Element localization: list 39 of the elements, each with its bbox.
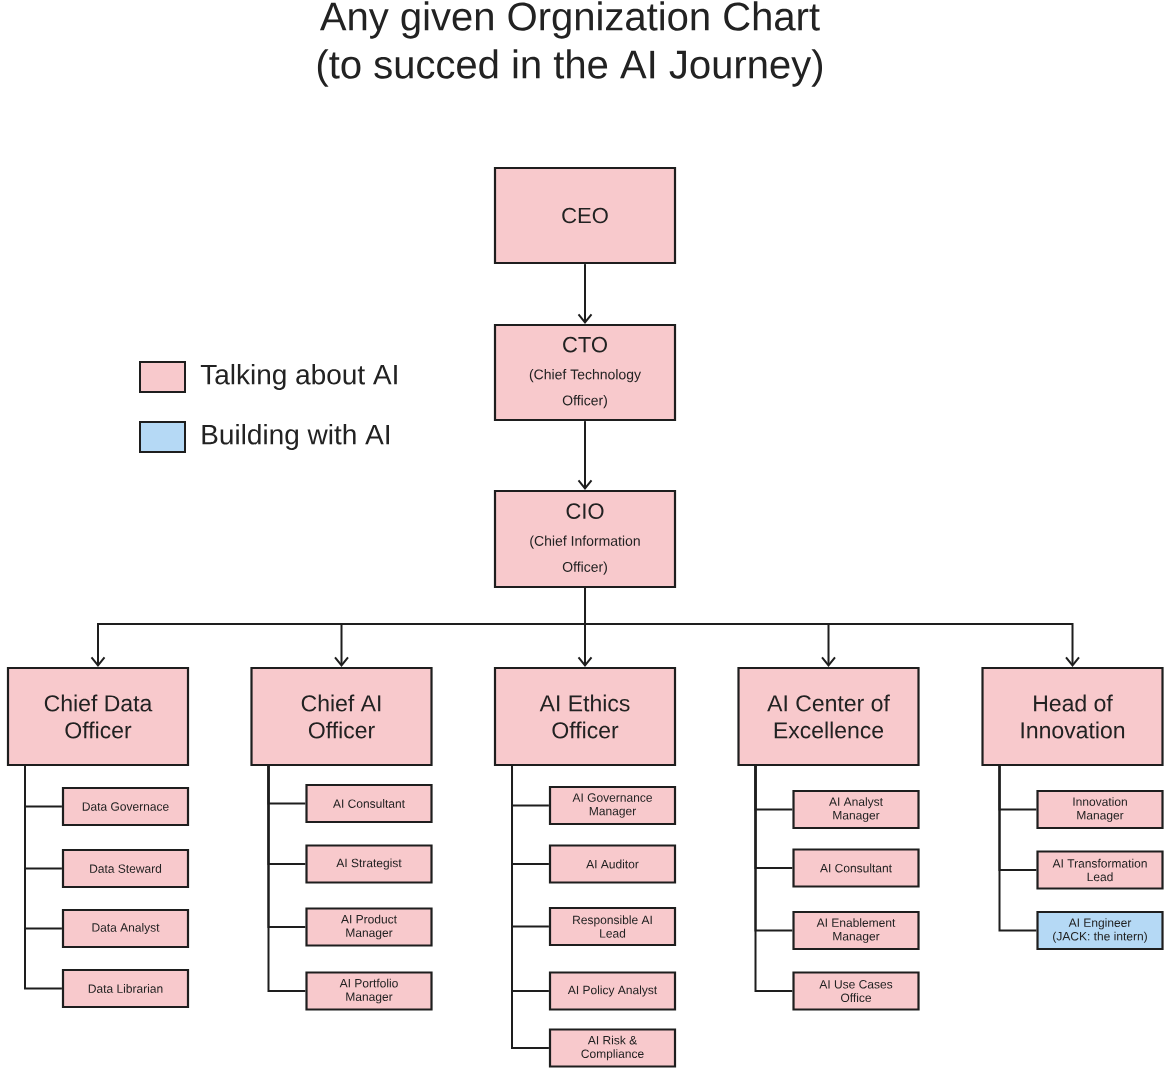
role-box: AI Auditor	[548, 844, 677, 884]
arrow	[584, 587, 1080, 667]
role-box: AI Use Cases Office	[792, 971, 920, 1011]
role-box: CEO	[493, 166, 677, 265]
title: Any given Orgnization Chart (to succed in the AI Journey)	[317, 1, 823, 87]
role-box: AI Enablement Manager	[792, 910, 920, 951]
role-box: Data Governace	[61, 786, 190, 827]
role-box: Innovation Manager	[1036, 789, 1164, 830]
role-box: AI Consultant	[305, 783, 433, 824]
role-box: AI Engineer (JACK: the intern)	[1036, 910, 1164, 951]
connector-line	[754, 764, 794, 992]
role-box: Chief Data Officer	[6, 666, 190, 767]
role-box: AI Policy Analyst	[548, 971, 677, 1011]
connector-line	[267, 764, 307, 992]
role-box: AI Portfolio Manager	[305, 971, 433, 1011]
role-box: AI Governance Manager	[548, 785, 677, 826]
role-box: Data Analyst	[61, 908, 190, 949]
role-box: Responsible AI Lead	[548, 906, 677, 947]
arrow	[577, 263, 593, 324]
role-box: Data Librarian	[61, 968, 190, 1009]
role-box: Chief AI Officer	[250, 666, 433, 767]
legend-label: Talking about AI	[200, 363, 397, 391]
role-box: AI Product Manager	[305, 907, 433, 947]
role-box: AI Ethics Officer	[493, 666, 677, 767]
role-box: AI Risk & Compliance	[548, 1028, 677, 1068]
connector-line	[511, 764, 550, 1049]
role-box: Data Steward	[61, 848, 190, 889]
role-box: CTO (Chief Technology Officer)	[493, 323, 677, 422]
connector-line	[998, 764, 1038, 932]
legend-label: Building with AI	[202, 423, 389, 451]
role-box: AI Transformation Lead	[1036, 850, 1164, 890]
role-box: AI Strategist	[305, 844, 433, 884]
role-box: AI Center of Excellence	[737, 666, 920, 767]
role-box: CIO (Chief Information Officer)	[493, 489, 677, 589]
arrow	[577, 420, 593, 490]
connector-line	[24, 764, 63, 990]
role-box: Head of Innovation	[981, 666, 1164, 767]
role-box: AI Consultant	[792, 848, 920, 888]
role-box: AI Analyst Manager	[792, 789, 920, 830]
